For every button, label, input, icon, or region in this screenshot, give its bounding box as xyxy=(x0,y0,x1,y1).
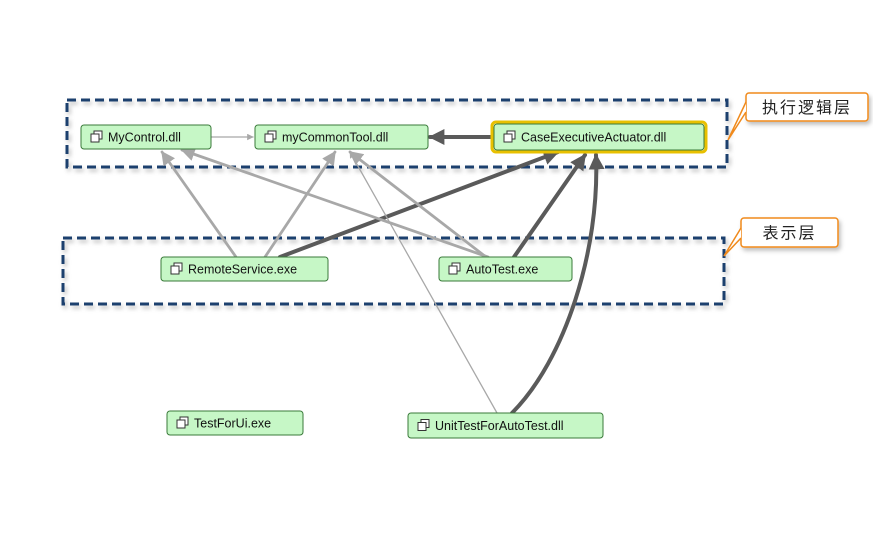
assembly-icon xyxy=(448,262,461,275)
callout-label: 执行逻辑层 xyxy=(762,99,852,117)
node-box xyxy=(438,256,573,282)
layer-boxes xyxy=(61,98,729,306)
node-caseexec[interactable]: CaseExecutiveActuator.dll xyxy=(490,120,708,154)
node-remoteservice[interactable]: RemoteService.exe xyxy=(160,256,329,282)
node-box xyxy=(254,124,429,150)
edge-unittest-to-mycommontool[interactable] xyxy=(349,151,498,414)
edge-autotest-to-mycontrol[interactable] xyxy=(180,147,490,259)
node-label: MyControl.dll xyxy=(108,131,181,145)
assembly-icon xyxy=(176,416,189,429)
callout-pointer xyxy=(727,101,747,141)
edge-autotest-to-caseexec[interactable] xyxy=(512,153,587,259)
layer-box-presentation xyxy=(61,236,726,306)
dependency-edges xyxy=(160,129,605,415)
node-label: CaseExecutiveActuator.dll xyxy=(521,131,666,145)
assembly-icon xyxy=(417,419,430,431)
node-label: myCommonTool.dll xyxy=(282,131,388,145)
edge-remoteservice-to-mycommontool[interactable] xyxy=(263,150,337,259)
edge-unittest-to-caseexec[interactable] xyxy=(510,153,605,415)
edge-autotest-to-mycommontool[interactable] xyxy=(348,150,488,259)
edge-remoteservice-to-mycontrol[interactable] xyxy=(160,150,238,259)
selection-outline xyxy=(490,120,708,154)
callout-pointer xyxy=(723,227,742,257)
node-testforui[interactable]: TestForUi.exe xyxy=(166,410,304,436)
node-mycontrol[interactable]: MyControl.dll xyxy=(80,124,212,150)
node-label: AutoTest.exe xyxy=(466,263,538,277)
assembly-icon xyxy=(90,130,103,143)
node-unittest[interactable]: UnitTestForAutoTest.dll xyxy=(407,412,604,439)
node-autotest[interactable]: AutoTest.exe xyxy=(438,256,573,282)
assembly-icon xyxy=(264,130,277,143)
layer-callout-logic: 执行逻辑层 xyxy=(727,92,869,141)
node-box xyxy=(407,412,604,439)
assembly-icon xyxy=(170,262,183,275)
callout-label: 表示层 xyxy=(762,225,816,243)
node-label: RemoteService.exe xyxy=(188,263,297,277)
node-mycommontool[interactable]: myCommonTool.dll xyxy=(254,124,429,150)
assembly-nodes: MyControl.dll myCommonTool.dll CaseExecuti… xyxy=(80,120,708,439)
node-label: TestForUi.exe xyxy=(194,417,271,431)
assembly-icon xyxy=(503,130,516,143)
node-box xyxy=(80,124,212,150)
node-box xyxy=(493,123,705,151)
node-label: UnitTestForAutoTest.dll xyxy=(435,419,564,433)
node-box xyxy=(166,410,304,436)
layer-box-logic xyxy=(65,98,729,169)
node-box xyxy=(160,256,329,282)
layer-callout-presentation: 表示层 xyxy=(723,217,839,257)
